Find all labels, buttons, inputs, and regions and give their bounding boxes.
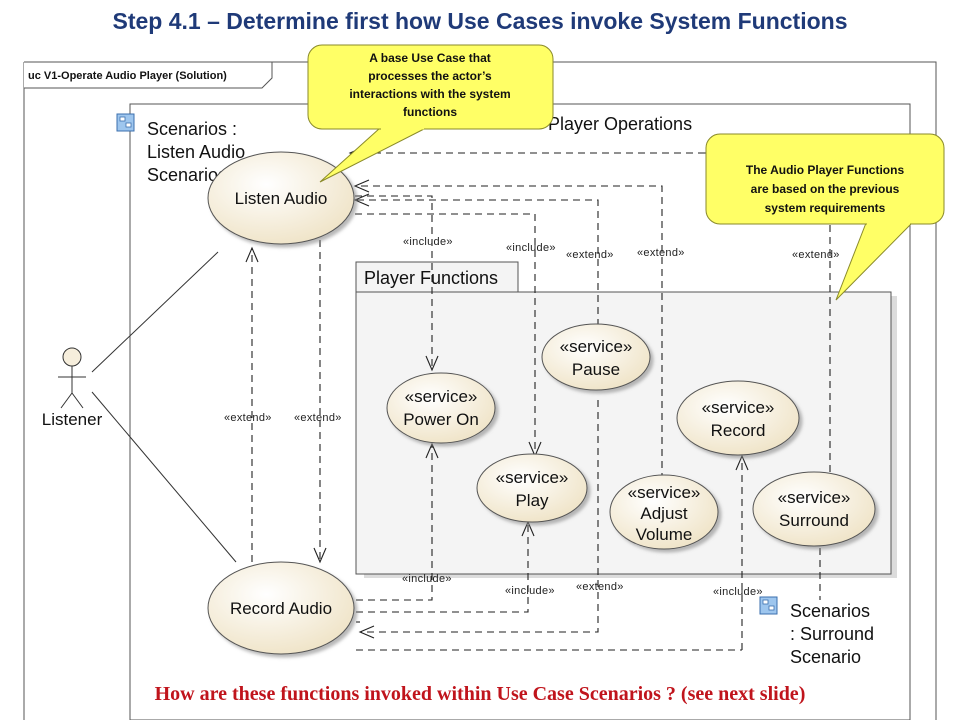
callout-audio-functions: The Audio Player Functions are based on …	[705, 133, 945, 301]
scenario-package-icon	[116, 113, 135, 132]
adjust-volume-stereotype: «service»	[628, 483, 701, 502]
pause-stereotype: «service»	[560, 337, 633, 356]
callout-2-line-2: are based on the previous	[751, 182, 900, 196]
service-adjust-volume: «service» Adjust Volume	[609, 474, 719, 550]
extend-label-5: «extend»	[294, 412, 342, 424]
surround-label: Surround	[779, 511, 849, 530]
player-operations-label: Player Operations	[548, 114, 692, 134]
service-surround: «service» Surround	[752, 471, 876, 547]
scenarios-surround-line3: Scenario	[790, 647, 861, 667]
scenarios-surround-group: Scenarios : Surround Scenario	[759, 596, 874, 667]
listen-audio-label: Listen Audio	[235, 189, 328, 208]
power-on-stereotype: «service»	[405, 387, 478, 406]
include-label-2: «include»	[506, 242, 556, 254]
include-label-3: «include»	[402, 573, 452, 585]
actor-listener: Listener	[42, 347, 103, 429]
use-case-record-audio: Record Audio	[207, 561, 355, 655]
relation-labels: «include» «include» «extend» «extend» «e…	[224, 236, 840, 598]
scenarios-listen-line1: Scenarios :	[147, 119, 237, 139]
callout-1-line-4: functions	[403, 105, 457, 119]
player-functions-label: Player Functions	[364, 268, 498, 288]
callout-1-line-3: interactions with the system	[349, 87, 510, 101]
record-label: Record	[711, 421, 766, 440]
callout-2-line-3: system requirements	[765, 201, 886, 215]
adjust-volume-label-1: Adjust	[640, 504, 688, 523]
callout-1-line-1: A base Use Case that	[369, 51, 491, 65]
service-power-on: «service» Power On	[386, 372, 496, 444]
scenarios-listen-line3: Scenarios	[147, 165, 227, 185]
scenarios-surround-line1: Scenarios	[790, 601, 870, 621]
extend-label-1: «extend»	[566, 249, 614, 261]
surround-stereotype: «service»	[778, 488, 851, 507]
bottom-caption: How are these functions invoked within U…	[154, 683, 806, 705]
scenarios-listen-group: Scenarios : Listen Audio Scenarios	[116, 113, 245, 185]
pause-label: Pause	[572, 360, 620, 379]
use-case-listen-audio: Listen Audio	[207, 151, 355, 245]
record-audio-label: Record Audio	[230, 599, 332, 618]
extend-label-4: «extend»	[224, 412, 272, 424]
play-label: Play	[515, 491, 549, 510]
extend-label-2: «extend»	[637, 247, 685, 259]
slide-title: Step 4.1 – Determine first how Use Cases…	[112, 8, 848, 34]
callout-1-line-2: processes the actor’s	[368, 69, 492, 83]
include-label-5: «include»	[713, 586, 763, 598]
play-stereotype: «service»	[496, 468, 569, 487]
service-pause: «service» Pause	[541, 323, 651, 391]
actor-associations	[91, 251, 237, 563]
scenarios-listen-line2: Listen Audio	[147, 142, 245, 162]
extend-label-6: «extend»	[576, 581, 624, 593]
callout-2-line-1: The Audio Player Functions	[746, 163, 905, 177]
extend-label-3: «extend»	[792, 249, 840, 261]
record-stereotype: «service»	[702, 398, 775, 417]
callout-base-use-case: A base Use Case that processes the actor…	[307, 44, 554, 183]
scenario-package-icon	[759, 596, 778, 615]
power-on-label: Power On	[403, 410, 479, 429]
frame-label: uc V1-Operate Audio Player (Solution)	[28, 70, 227, 82]
include-label-1: «include»	[403, 236, 453, 248]
service-play: «service» Play	[476, 453, 588, 523]
adjust-volume-label-2: Volume	[636, 525, 693, 544]
service-record: «service» Record	[676, 380, 800, 456]
include-label-4: «include»	[505, 585, 555, 597]
actor-label: Listener	[42, 410, 103, 429]
scenarios-surround-line2: : Surround	[790, 624, 874, 644]
